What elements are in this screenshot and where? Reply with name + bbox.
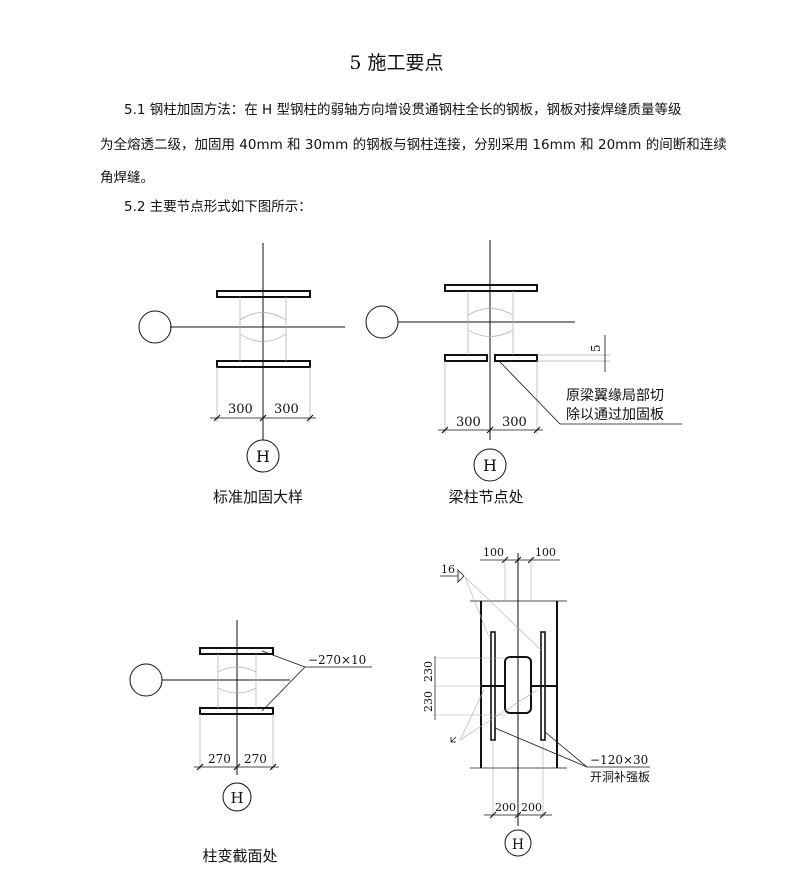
dimension-label: 300 [502,415,527,430]
plate-note: 开洞补强板 [590,770,650,784]
axis-bubble [138,310,172,344]
figure-caption: 标准加固大样 [213,488,303,506]
dimension-label: 270 [244,752,267,766]
dimension-label: 270 [208,752,231,766]
figure-standard-reinforcement: 300 300 H 标准加固大样 [138,243,345,506]
dimension-label: 200 [521,801,542,814]
figure-opening-reinforcement: 100 100 230 230 16 −120×30 开洞补强板 200 200… [422,546,650,857]
axis-label: H [483,456,497,475]
note-line: 除以通过加固板 [566,407,664,423]
weld-size: 16 [441,563,455,576]
gap-dimension: 5 [589,344,603,352]
figure-beam-column-joint: 5 原梁翼缘局部切 除以通过加固板 300 300 H 梁柱节点处 [365,240,682,506]
axis-label: H [230,789,243,807]
figure-column-section-change: −270×10 270 270 H 柱变截面处 [129,620,372,865]
paragraph-line: 5.1 钢柱加固方法：在 H 型钢柱的弱轴方向增设贯通钢柱全长的钢板，钢板对接焊… [124,102,682,118]
dimension-label: 100 [483,546,504,559]
dimension-label: 300 [274,402,299,417]
dimension-label: 230 [422,691,435,712]
dimension-label: 230 [422,661,435,682]
dimension-label: 100 [535,546,556,559]
paragraph-line: 5.2 主要节点形式如下图所示： [124,199,312,215]
plate-label: −270×10 [308,653,366,667]
figure-caption: 柱变截面处 [202,847,277,865]
paragraph-line: 角焊缝。 [100,170,154,186]
section-heading: 5 施工要点 [349,52,444,74]
note-line: 原梁翼缘局部切 [566,388,664,404]
axis-label: H [256,447,270,466]
dimension-label: 300 [456,415,481,430]
plate-label: −120×30 [590,753,648,767]
figure-caption: 梁柱节点处 [448,488,523,506]
axis-label: H [512,837,524,853]
paragraph-line: 为全熔透二级，加固用 40mm 和 30mm 的钢板与钢柱连接，分别采用 16m… [100,137,727,153]
dimension-label: 300 [228,402,253,417]
dimension-label: 200 [495,801,516,814]
